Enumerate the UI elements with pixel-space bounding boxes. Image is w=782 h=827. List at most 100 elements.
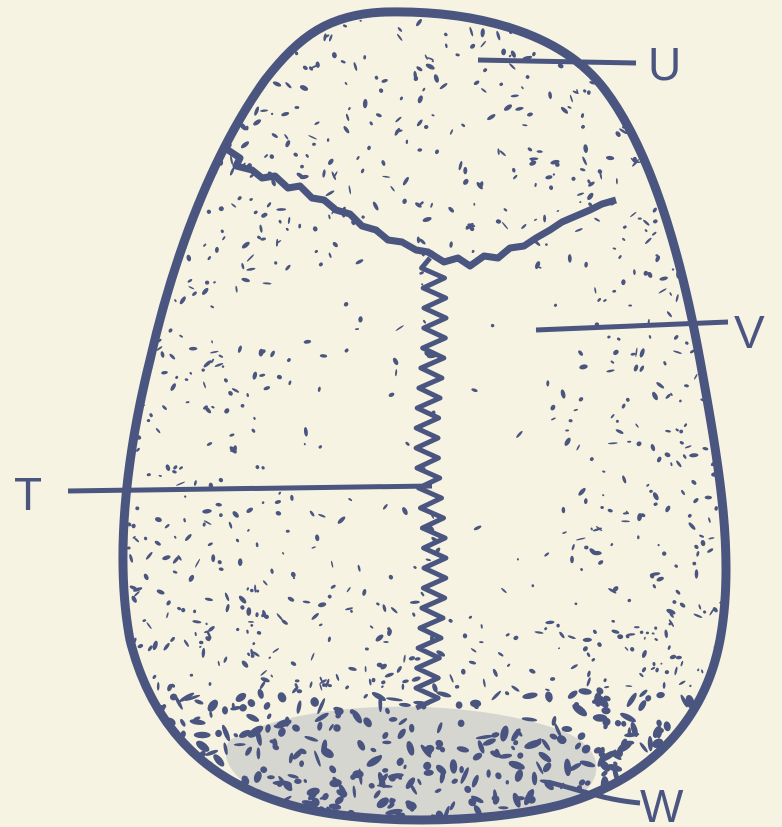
stipple-mark (728, 13, 735, 18)
stipple-mark (708, 739, 717, 748)
stipple-mark (120, 708, 128, 727)
stipple-mark (733, 284, 736, 287)
stipple-mark (735, 232, 742, 240)
stipple-mark (170, 68, 173, 73)
stipple-mark (162, 162, 169, 171)
stipple-mark (138, 184, 147, 192)
stipple-mark (185, 141, 189, 144)
stipple-mark (698, 33, 707, 39)
stipple-mark (132, 160, 142, 167)
stipple-mark (686, 91, 695, 96)
stipple-mark (737, 24, 741, 29)
stipple-mark (268, 37, 272, 46)
stipple-mark (706, 714, 711, 723)
stipple-mark (119, 641, 125, 650)
stipple-mark (122, 386, 125, 391)
stipple-mark (626, 14, 633, 23)
stipple-mark (593, 808, 610, 820)
stipple-mark (192, 59, 195, 63)
stipple-mark (144, 744, 162, 758)
stipple-mark (170, 228, 174, 231)
stipple-mark (696, 726, 704, 735)
stipple-mark (144, 182, 150, 187)
stipple-mark (117, 774, 126, 780)
stipple-mark (169, 183, 177, 187)
stipple-mark (682, 783, 698, 798)
stipple-mark (166, 817, 177, 827)
stipple-mark (731, 698, 743, 707)
stipple-mark (135, 347, 140, 352)
stipple-mark (724, 384, 734, 393)
stipple-mark (676, 98, 680, 101)
stipple-mark (121, 305, 127, 307)
stipple-mark (123, 20, 125, 27)
stipple-mark (202, 65, 210, 68)
stipple-mark (723, 326, 730, 330)
stipple-mark (141, 28, 148, 35)
stipple-mark (161, 222, 168, 229)
stipple-mark (709, 784, 722, 792)
stipple-mark (337, 820, 345, 827)
stipple-mark (203, 145, 207, 152)
stipple-mark (705, 251, 710, 257)
stipple-mark (685, 170, 690, 174)
stipple-mark (599, 801, 604, 805)
stipple-mark (166, 204, 172, 211)
stipple-mark (631, 21, 637, 27)
stipple-mark (280, 36, 289, 39)
stipple-mark (125, 251, 130, 256)
stipple-mark (126, 56, 133, 62)
stipple-mark (270, 26, 279, 36)
stipple-mark (158, 73, 161, 81)
stipple-mark (727, 94, 732, 100)
stipple-mark (127, 103, 133, 109)
stipple-mark (117, 251, 125, 257)
stipple-mark (709, 763, 718, 776)
stipple-mark (717, 133, 720, 137)
stipple-mark (215, 53, 221, 58)
stipple-mark (703, 334, 709, 338)
stipple-mark (149, 12, 155, 19)
stipple-mark (695, 28, 699, 33)
stipple-mark (124, 373, 128, 377)
stipple-mark (670, 140, 679, 148)
stipple-mark (604, 27, 607, 32)
stipple-mark (157, 37, 161, 40)
stipple-mark (567, 41, 572, 50)
stipple-mark (736, 545, 744, 553)
stipple-mark (610, 53, 615, 59)
stipple-mark (734, 674, 736, 678)
stipple-mark (127, 774, 143, 782)
stipple-mark (735, 457, 739, 459)
stipple-mark (128, 692, 141, 707)
stipple-mark (149, 243, 154, 253)
stipple-mark (166, 28, 176, 36)
stipple-mark (599, 46, 605, 54)
stipple-mark (684, 771, 691, 782)
stipple-mark (699, 742, 715, 750)
stipple-mark (130, 227, 133, 230)
stipple-mark (613, 37, 621, 47)
stipple-mark (140, 788, 145, 803)
stipple-mark (658, 120, 663, 124)
stipple-mark (149, 792, 161, 800)
stipple-mark (128, 192, 134, 197)
stipple-mark (239, 26, 243, 28)
stipple-mark (149, 190, 156, 197)
stipple-mark (217, 90, 226, 95)
stipple-mark (705, 253, 714, 259)
stipple-mark (154, 112, 158, 116)
stipple-mark (687, 148, 694, 154)
stipple-mark (202, 167, 206, 171)
stipple-mark (709, 311, 715, 315)
stipple-mark (711, 275, 716, 279)
stipple-mark (175, 811, 186, 822)
stipple-mark (686, 727, 699, 735)
stipple-mark (184, 53, 190, 61)
stipple-mark (734, 440, 741, 444)
stipple-mark (164, 50, 168, 58)
stipple-mark (679, 99, 683, 106)
stipple-mark (587, 47, 592, 52)
stipple-mark (265, 811, 274, 815)
stipple-mark (722, 417, 725, 421)
